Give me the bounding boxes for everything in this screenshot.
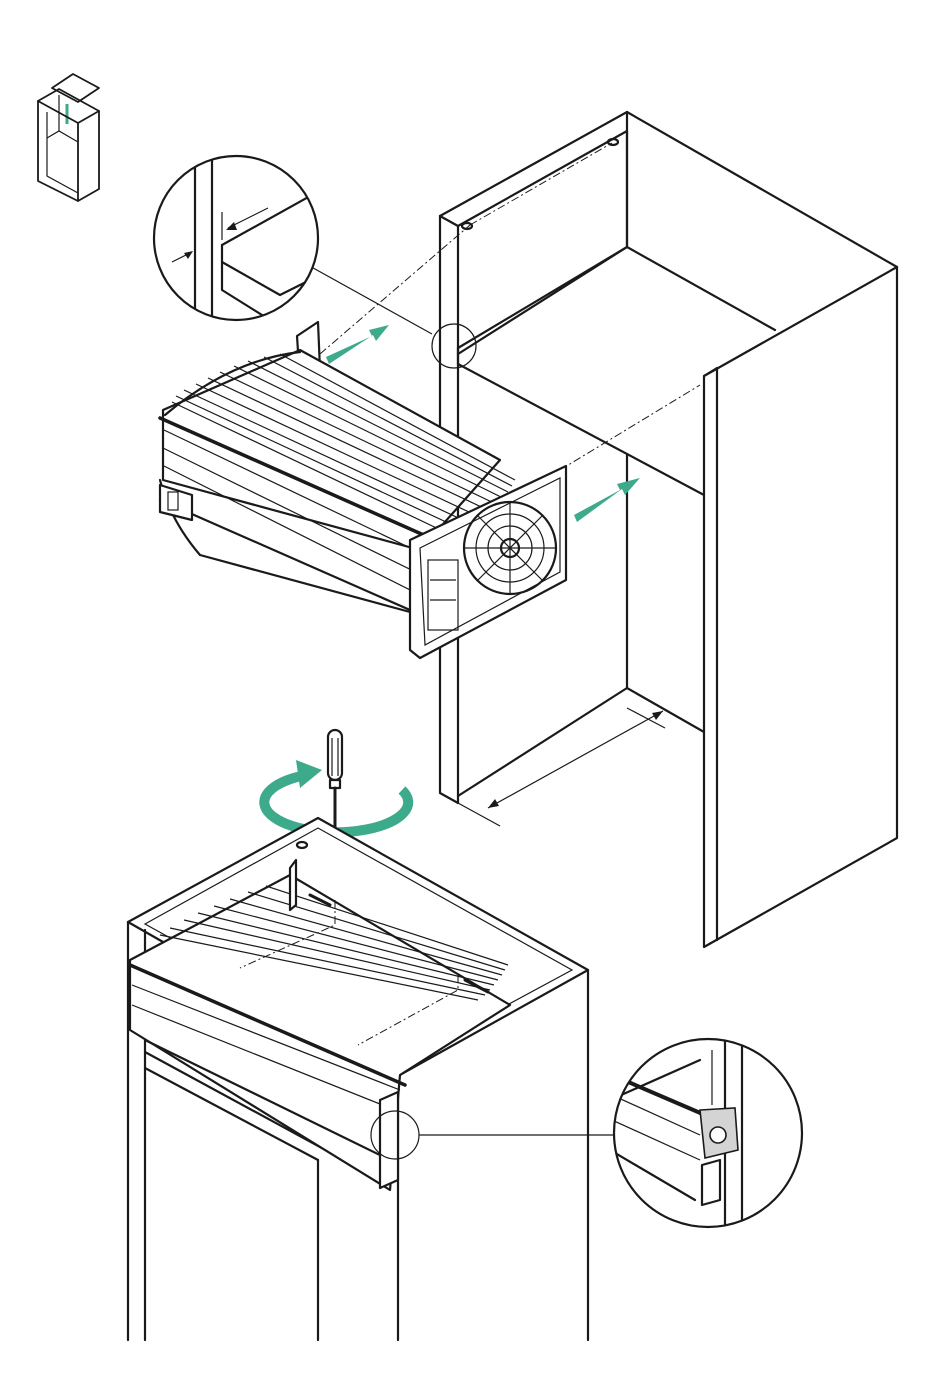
shelf-edge-detail-callout <box>154 140 330 340</box>
bracket-clip-detail-callout <box>610 1030 802 1240</box>
installed-cabinet <box>128 818 614 1340</box>
cabinet-top-insert-icon <box>38 74 99 201</box>
roller-shutter-unit <box>160 322 566 658</box>
